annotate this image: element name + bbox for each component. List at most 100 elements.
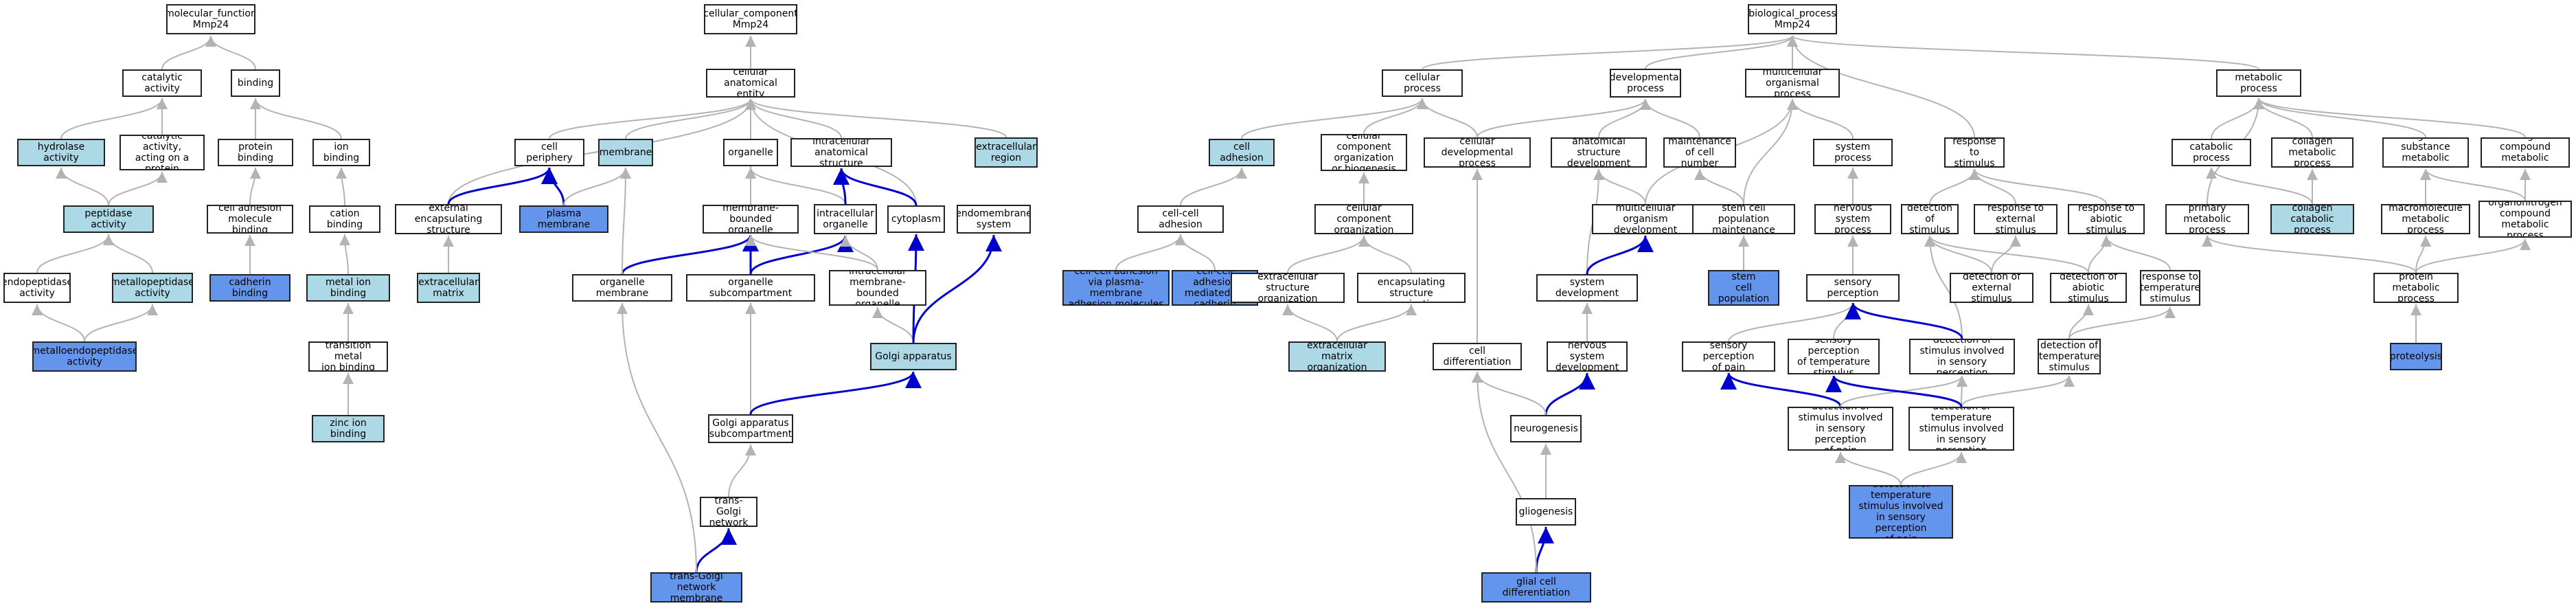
go-term-organonitrogen: organonitrogen compound metabolic proces… bbox=[2478, 201, 2572, 238]
edge-intracell-mb-organelle-to-intracell-organelle bbox=[840, 235, 878, 271]
edge-organelle-membrane-to-mb-organelle bbox=[621, 234, 759, 275]
go-term-nervous-system-proc: nervous system process bbox=[1814, 204, 1891, 234]
edge-detection-temp-sensory-to-detection-temp bbox=[1961, 375, 2075, 407]
edge-detection-abiotic-to-response-abiotic bbox=[2088, 235, 2112, 273]
edge-organonitrogen-to-organic-substance bbox=[2420, 168, 2526, 201]
edge-glial-diff-to-gliogenesis bbox=[1535, 526, 1554, 573]
edge-organic-substance-to-metabolic-process bbox=[2253, 98, 2426, 138]
go-term-binding: binding bbox=[231, 69, 280, 97]
edge-ecm-org-to-ext-encaps-org bbox=[1336, 304, 1417, 342]
edge-cell-periphery-to-cell-anat bbox=[549, 98, 756, 139]
go-term-glial-diff: glial cell differentiation bbox=[1481, 572, 1591, 603]
go-term-multicellular-process: multicellular organismal process bbox=[1745, 69, 1840, 98]
edge-trans-golgi-mb-to-organelle-membrane bbox=[617, 302, 697, 573]
edge-cell-dev-process-to-cellular-process bbox=[1417, 98, 1478, 138]
edge-ecm-org-to-ext-struct-org bbox=[1282, 304, 1338, 342]
go-term-cation-binding: cation binding bbox=[309, 205, 380, 233]
go-term-cc-organization: cellular component organization bbox=[1314, 204, 1413, 234]
edge-organelle-membrane-to-membrane bbox=[619, 167, 631, 275]
go-term-protein-binding: protein binding bbox=[218, 139, 293, 166]
edge-cc-adh-pm-to-cell-cell-adhesion bbox=[1115, 234, 1186, 271]
edge-multicell-org-dev-to-anat-struct-dev bbox=[1593, 168, 1646, 205]
go-term-trans-golgi-mb: trans-Golgi network membrane bbox=[650, 572, 742, 603]
edge-golgi-to-endomembrane bbox=[912, 234, 1002, 344]
go-term-protein-metabolic: protein metabolic process bbox=[2373, 273, 2459, 303]
go-term-detection-temp: detection of temperature stimulus bbox=[2038, 339, 2101, 374]
edge-metal-ion-binding-to-cation-binding bbox=[339, 234, 351, 275]
go-term-golgi-subcomp: Golgi apparatus subcompartment bbox=[708, 414, 793, 443]
go-term-endomembrane: endomembrane system bbox=[957, 205, 1031, 234]
go-term-golgi: Golgi apparatus bbox=[870, 343, 957, 370]
edge-protein-metabolic-to-primary-metabolic bbox=[2202, 235, 2417, 273]
go-term-intracell-organelle: intracellular organelle bbox=[814, 204, 877, 234]
go-term-metallopeptidase: metallopeptidase activity bbox=[112, 273, 193, 303]
edge-trans-golgi-mb-to-trans-golgi bbox=[695, 528, 737, 573]
edge-ion-binding-to-binding bbox=[250, 98, 342, 139]
edge-intracell-anat-to-cell-anat bbox=[745, 98, 842, 139]
go-term-ext-encaps: external encapsulating structure bbox=[395, 204, 502, 234]
go-term-cell-adh-mol-binding: cell adhesion molecule binding bbox=[207, 205, 293, 234]
go-term-anat-struct-dev: anatomical structure development bbox=[1551, 137, 1647, 168]
edge-cell-adh-mol-binding-to-protein-binding bbox=[249, 167, 261, 205]
edge-detection-temp-to-response-temp bbox=[2068, 306, 2176, 339]
edge-binding-to-mf-root bbox=[205, 35, 256, 70]
edge-cc-org-biogenesis-to-cellular-process bbox=[1363, 98, 1428, 135]
edge-detection-abiotic-to-detection-stimulus bbox=[1924, 235, 2089, 273]
go-term-system-process: system process bbox=[1813, 139, 1893, 166]
edge-endopeptidase-to-peptidase bbox=[36, 234, 114, 273]
edge-cellular-process-to-bp-root bbox=[1422, 35, 1798, 70]
go-term-cc-root: cellular_component Mmp24 bbox=[704, 4, 797, 34]
go-term-detection-temp-pain: detection of temperature stimulus involv… bbox=[1849, 485, 1953, 539]
go-term-response-temp: response to temperature stimulus bbox=[2140, 270, 2200, 306]
go-term-cat-peptide: catalytic activity, acting on a protein bbox=[119, 135, 205, 170]
go-term-organelle-subcomp: organelle subcompartment bbox=[686, 274, 815, 302]
go-term-detection-external: detection of external stimulus bbox=[1950, 273, 2033, 303]
go-term-trans-golgi: trans-Golgi network bbox=[700, 497, 757, 527]
edge-peptidase-to-hydrolase bbox=[56, 167, 109, 206]
edge-metallopeptidase-to-peptidase bbox=[103, 234, 153, 273]
go-term-neuronal-stem: neuronal stem cell population maintenanc… bbox=[1708, 270, 1779, 306]
edge-extracell-region-to-cell-anat bbox=[745, 98, 1007, 138]
go-term-collagen-catabolic: collagen catabolic process bbox=[2270, 204, 2354, 234]
edge-detection-temp-pain-to-detection-pain bbox=[1835, 451, 1902, 486]
go-term-cell-adhesion: cell adhesion bbox=[1209, 139, 1275, 166]
go-term-membrane: membrane bbox=[598, 139, 653, 166]
edge-metalloendopeptidase-to-metallopeptidase bbox=[84, 304, 158, 342]
go-term-sensory-perception: sensory perception bbox=[1806, 274, 1900, 302]
edge-detection-sensory-to-sensory-perception bbox=[1845, 302, 1963, 339]
go-term-metal-ion-binding: metal ion binding bbox=[306, 274, 390, 302]
edge-protein-metabolic-to-macromolecule bbox=[2415, 235, 2431, 273]
edge-maint-cell-number-to-developmental-process bbox=[1640, 98, 1700, 138]
edge-system-process-to-multicellular-process bbox=[1787, 98, 1854, 139]
go-term-endopeptidase: endopeptidase activity bbox=[3, 273, 71, 303]
edge-glial-diff-to-cell-diff bbox=[1472, 371, 1537, 573]
edge-stem-cell-pop-to-maint-cell-number bbox=[1694, 168, 1744, 205]
go-term-multicell-org-dev: multicellular organism development bbox=[1592, 204, 1699, 234]
go-term-cell-cell-adhesion: cell-cell adhesion bbox=[1137, 205, 1224, 233]
go-term-plasma-membrane: plasma membrane bbox=[519, 205, 608, 233]
edge-response-stimulus-to-bp-root bbox=[1787, 35, 1975, 138]
edge-metalloendopeptidase-to-endopeptidase bbox=[32, 304, 85, 342]
go-term-zinc-ion: zinc ion binding bbox=[312, 415, 385, 442]
go-term-cell-diff: cell differentiation bbox=[1433, 343, 1522, 370]
edge-detection-stimulus-to-response-stimulus bbox=[1929, 168, 1980, 205]
edge-collagen-catabolic-to-catabolic bbox=[2206, 167, 2313, 205]
edge-system-dev-to-multicell-org-dev bbox=[1586, 235, 1654, 275]
go-term-mf-root: molecular_function Mmp24 bbox=[166, 4, 255, 34]
go-term-mb-organelle: membrane-bounded organelle bbox=[703, 205, 799, 234]
go-term-gliogenesis: gliogenesis bbox=[1516, 498, 1576, 526]
go-term-peptidase: peptidase activity bbox=[63, 205, 154, 233]
edge-protein-metabolic-to-organonitrogen bbox=[2415, 238, 2531, 273]
go-term-cc-adh-pm: cell-cell adhesion via plasma-membrane a… bbox=[1062, 270, 1170, 306]
go-term-stem-cell-pop: stem cell population maintenance bbox=[1692, 204, 1795, 234]
go-term-response-abiotic: response to abiotic stimulus bbox=[2068, 204, 2145, 234]
edge-response-abiotic-to-response-stimulus bbox=[1969, 168, 2107, 205]
go-term-intracell-anat: intracellular anatomical structure bbox=[790, 138, 892, 167]
go-term-intracell-mb-organelle: intracellular membrane-bounded organelle bbox=[829, 270, 926, 306]
go-term-detection-temp-sensory: detection of temperature stimulus involv… bbox=[1908, 407, 2014, 451]
edge-detection-temp-pain-to-detection-temp-sensory bbox=[1900, 451, 1967, 486]
go-term-detection-pain: detection of stimulus involved in sensor… bbox=[1788, 407, 1893, 451]
edge-detection-temp-to-detection-abiotic bbox=[2068, 304, 2094, 339]
edge-hydrolase-to-cat-act bbox=[60, 98, 168, 139]
